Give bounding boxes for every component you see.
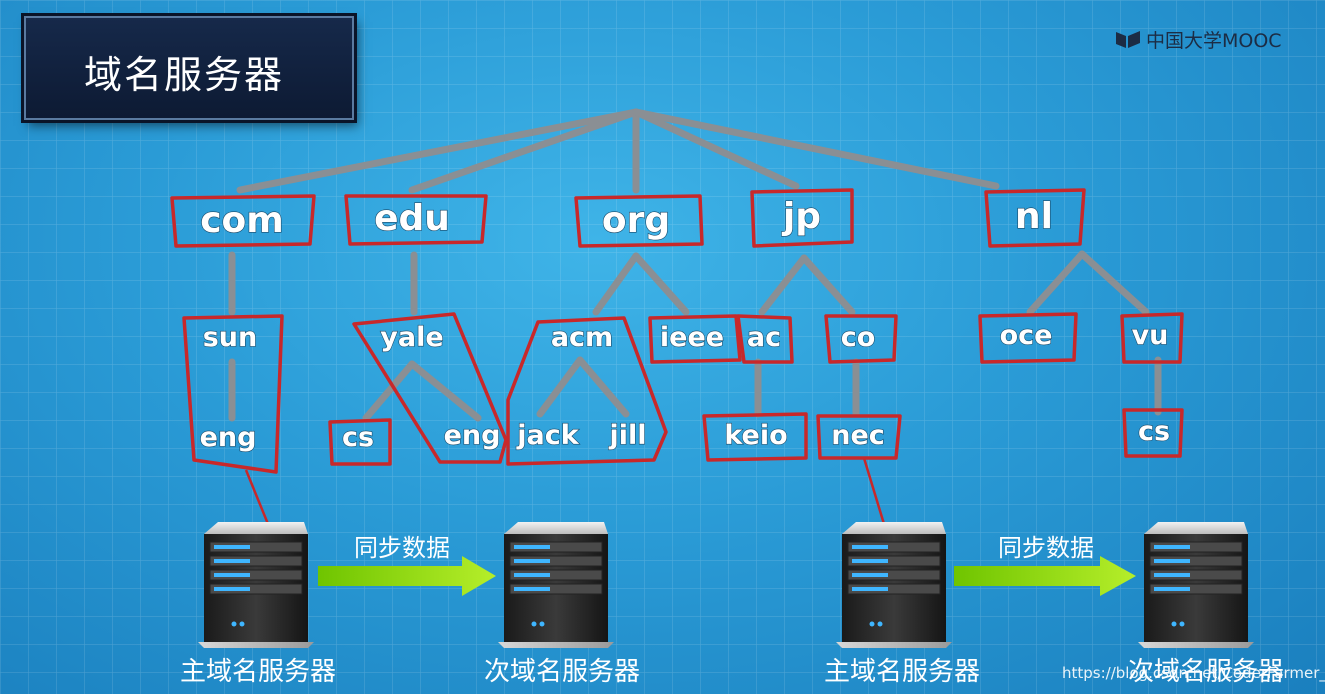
primary-server-label-2: 主域名服务器 [824, 657, 980, 687]
node-com-eng: eng [200, 422, 257, 453]
server-primary-1 [198, 522, 314, 648]
node-co: co [841, 322, 876, 353]
zone-vu-cs [1122, 408, 1184, 458]
zone-ac [736, 314, 794, 364]
node-acm: acm [551, 322, 613, 353]
mooc-logo: 中国大学MOOC [1114, 26, 1282, 52]
sync-label-1: 同步数据 [354, 534, 450, 562]
zone-vu [1120, 312, 1184, 364]
logo-text: 中国大学MOOC [1146, 29, 1282, 52]
zone-server-links [244, 457, 886, 525]
node-vu: vu [1132, 320, 1169, 351]
node-keio: keio [724, 420, 787, 451]
node-ac: ac [747, 322, 781, 353]
zone-ieee [648, 314, 742, 364]
connector-org-acm [592, 252, 640, 316]
node-edu: edu [374, 198, 450, 239]
node-nl: nl [1015, 196, 1053, 237]
node-oce: oce [1000, 320, 1053, 351]
zone-keio [702, 412, 808, 462]
slide-title-box: 域名服务器 [24, 16, 354, 120]
zone-sun [182, 314, 284, 474]
source-watermark: https://blog.csdn.net/CoderFarmer__ [1062, 664, 1325, 682]
zone-co [824, 314, 898, 364]
connector-acm-jack [536, 356, 584, 418]
node-sun: sun [203, 322, 258, 353]
sync-arrow-1 [318, 556, 496, 596]
node-vu-cs: cs [1138, 416, 1170, 447]
connector-root-nl [632, 108, 1000, 190]
connector-acm-jill [576, 356, 630, 418]
zone-edu [344, 194, 488, 246]
book-logo-icon [1116, 31, 1140, 48]
server-secondary-1 [498, 522, 614, 648]
node-org: org [602, 200, 670, 241]
slide-title: 域名服务器 [84, 53, 285, 97]
tree-connectors [228, 108, 1162, 422]
link-com-zone-server [244, 469, 270, 525]
zone-jp [750, 188, 854, 248]
link-jp-zone-server [862, 457, 886, 525]
sync-arrow-2 [954, 556, 1136, 596]
node-nec: nec [831, 420, 885, 451]
connector-yale-eng [408, 360, 482, 422]
zone-yale [352, 312, 508, 464]
connector-yale-cs [362, 360, 416, 422]
zone-com [170, 194, 316, 248]
connector-org-ieee [632, 252, 690, 316]
node-ieee: ieee [660, 322, 724, 353]
node-jp: jp [781, 196, 821, 237]
secondary-server-label-1: 次域名服务器 [484, 657, 640, 687]
zone-nec [816, 414, 902, 460]
node-jack: jack [516, 420, 579, 451]
zone-nl [984, 188, 1086, 248]
connector-nl-oce [1026, 250, 1086, 316]
node-yale-eng: eng [444, 420, 501, 451]
node-yale-cs: cs [342, 422, 374, 453]
zone-yale-cs [328, 418, 392, 466]
server-primary-2 [836, 522, 952, 648]
sync-label-2: 同步数据 [998, 534, 1094, 562]
server-secondary-2 [1138, 522, 1254, 648]
connector-jp-ac [758, 254, 808, 316]
secondary-server-label-2: 次域名服务器 [1128, 657, 1284, 687]
connector-root-com [236, 108, 640, 194]
node-com: com [200, 200, 284, 241]
node-yale: yale [380, 322, 443, 353]
zone-acm [506, 316, 668, 466]
primary-server-label-1: 主域名服务器 [180, 657, 336, 687]
zone-oce [978, 312, 1078, 364]
connector-nl-vu [1078, 250, 1150, 316]
zone-boxes [170, 188, 1184, 474]
node-labels: com edu org jp nl sun eng yale cs eng ac… [199, 195, 1171, 453]
zone-org [574, 194, 704, 248]
connector-root-jp [632, 108, 800, 190]
connector-root-edu [408, 108, 640, 194]
connector-jp-co [800, 254, 856, 316]
node-jill: jill [608, 420, 646, 451]
